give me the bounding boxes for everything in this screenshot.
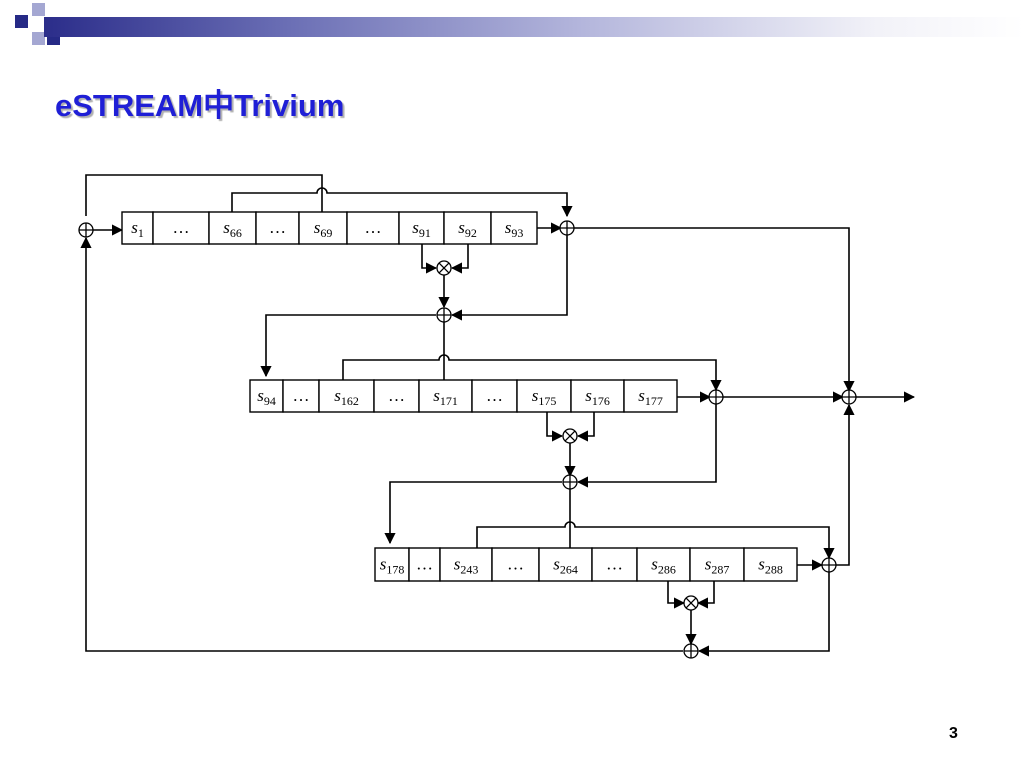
register-cell: …	[346, 211, 400, 245]
cell-index: 286	[658, 563, 676, 577]
register-cell: s176	[570, 379, 625, 413]
cell-label: s171	[433, 386, 458, 408]
xor-symbol	[821, 557, 837, 573]
register-cell: s69	[298, 211, 348, 245]
corner-square-2	[32, 3, 45, 16]
register-cell: s287	[689, 547, 745, 582]
register-a: s1 … s66 … s69 … s91 s92 s93	[121, 211, 538, 245]
cell-index: 175	[538, 394, 556, 408]
cell-index: 91	[419, 226, 431, 240]
and-symbol	[683, 595, 699, 611]
cell-index: 243	[460, 563, 478, 577]
register-cell: s178	[374, 547, 410, 582]
cell-index: 176	[592, 394, 610, 408]
register-cell: s92	[443, 211, 492, 245]
cell-index: 1	[138, 226, 144, 240]
cell-index: 171	[440, 394, 458, 408]
corner-square-1	[15, 15, 28, 28]
slide-title: eSTREAM中Trivium	[55, 88, 345, 123]
cell-label: s69	[314, 218, 333, 240]
cell-index: 177	[645, 394, 663, 408]
register-cell: s175	[516, 379, 572, 413]
cell-label: s243	[454, 555, 479, 577]
header-gradient-bar	[44, 17, 1024, 37]
cell-label: s93	[505, 218, 524, 240]
register-cell: s243	[439, 547, 493, 582]
register-cell: s1	[121, 211, 154, 245]
register-cell: …	[591, 547, 638, 582]
register-cell: …	[152, 211, 210, 245]
cell-label: s94	[257, 386, 276, 408]
cell-index: 94	[264, 394, 276, 408]
cell-label: s287	[705, 555, 730, 577]
register-cell: …	[491, 547, 540, 582]
xor-symbol	[78, 222, 94, 238]
cell-index: 92	[465, 226, 477, 240]
ellipsis: …	[416, 555, 433, 574]
register-cell: s177	[623, 379, 678, 413]
ellipsis: …	[293, 386, 310, 405]
cell-label: s178	[380, 555, 405, 577]
ellipsis: …	[269, 218, 286, 237]
cell-label: s176	[585, 386, 610, 408]
register-cell: …	[282, 379, 320, 413]
register-cell: s264	[538, 547, 593, 582]
cell-label: s177	[638, 386, 663, 408]
cell-index: 162	[341, 394, 359, 408]
xor-symbol	[708, 389, 724, 405]
ellipsis: …	[486, 386, 503, 405]
xor-symbol	[436, 307, 452, 323]
register-b: s94 … s162 … s171 … s175 s176 s177	[249, 379, 678, 413]
register-cell: s91	[398, 211, 445, 245]
cell-label: s91	[412, 218, 431, 240]
and-symbol	[436, 260, 452, 276]
ellipsis: …	[365, 218, 382, 237]
and-symbol	[562, 428, 578, 444]
xor-symbol	[562, 474, 578, 490]
register-cell: s286	[636, 547, 691, 582]
register-cell: …	[471, 379, 518, 413]
page-number: 3	[949, 725, 958, 742]
register-cell: …	[255, 211, 300, 245]
register-cell: s171	[418, 379, 473, 413]
cell-label: s162	[334, 386, 359, 408]
cell-index: 178	[386, 563, 404, 577]
corner-square-4	[32, 32, 45, 45]
register-c: s178 … s243 … s264 … s286 s287 s288	[374, 547, 798, 582]
register-cell: s66	[208, 211, 257, 245]
cell-index: 287	[711, 563, 729, 577]
ellipsis: …	[388, 386, 405, 405]
cell-index: 66	[230, 226, 242, 240]
cell-label: s1	[131, 218, 144, 240]
cell-label: s92	[458, 218, 477, 240]
cell-index: 288	[765, 563, 783, 577]
xor-symbol	[841, 389, 857, 405]
ellipsis: …	[507, 555, 524, 574]
cell-label: s288	[758, 555, 783, 577]
cell-label: s66	[223, 218, 242, 240]
register-cell: s162	[318, 379, 375, 413]
xor-symbol	[683, 643, 699, 659]
cell-index: 69	[320, 226, 332, 240]
register-cell: s93	[490, 211, 538, 245]
cell-label: s286	[651, 555, 676, 577]
ellipsis: …	[606, 555, 623, 574]
cell-label: s264	[553, 555, 578, 577]
xor-symbol	[559, 220, 575, 236]
cell-index: 93	[511, 226, 523, 240]
ellipsis: …	[173, 218, 190, 237]
cell-index: 264	[560, 563, 578, 577]
register-cell: s288	[743, 547, 798, 582]
register-cell: …	[373, 379, 420, 413]
register-cell: s94	[249, 379, 284, 413]
register-cell: …	[408, 547, 441, 582]
cell-label: s175	[532, 386, 557, 408]
